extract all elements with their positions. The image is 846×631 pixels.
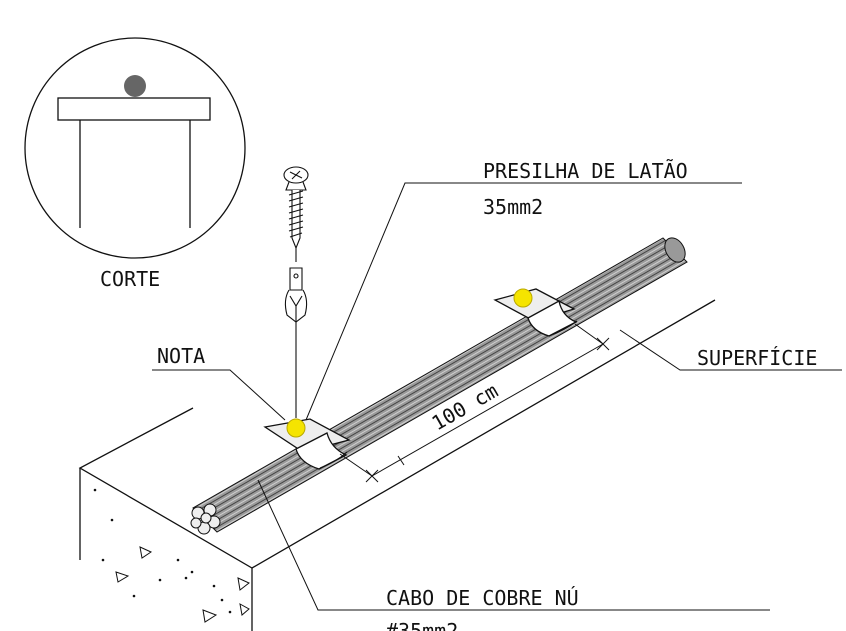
section-label: CORTE [100,267,160,291]
dimension-line [339,323,610,483]
cabo-leader [257,479,770,611]
brass-clip-upper [493,288,578,337]
copper-cable [190,237,688,535]
cabo-size-label: #35mm2 [386,619,458,631]
screw-head-upper [513,288,533,308]
cable-end-strands [190,503,221,535]
superficie-leader [619,329,842,371]
concrete-surface [78,299,716,631]
concrete-hatch [93,488,250,623]
nota-label: NOTA [157,344,205,368]
section-cable-dot [124,75,146,97]
section-detail [24,37,246,259]
cabo-label: CABO DE COBRE NÚ [386,586,579,610]
presilha-size-label: 35mm2 [483,195,543,219]
section-clip-plate [57,97,211,121]
section-circle [24,37,246,259]
superficie-label: SUPERFÍCIE [697,346,817,370]
presilha-label: PRESILHA DE LATÃO [483,159,688,183]
brass-clip-lower [263,418,351,470]
screw-head-lower [286,418,306,438]
leader-lines [152,182,842,611]
presilha-leader [305,182,742,421]
screw-and-plug [283,166,309,418]
nota-leader [152,369,286,421]
